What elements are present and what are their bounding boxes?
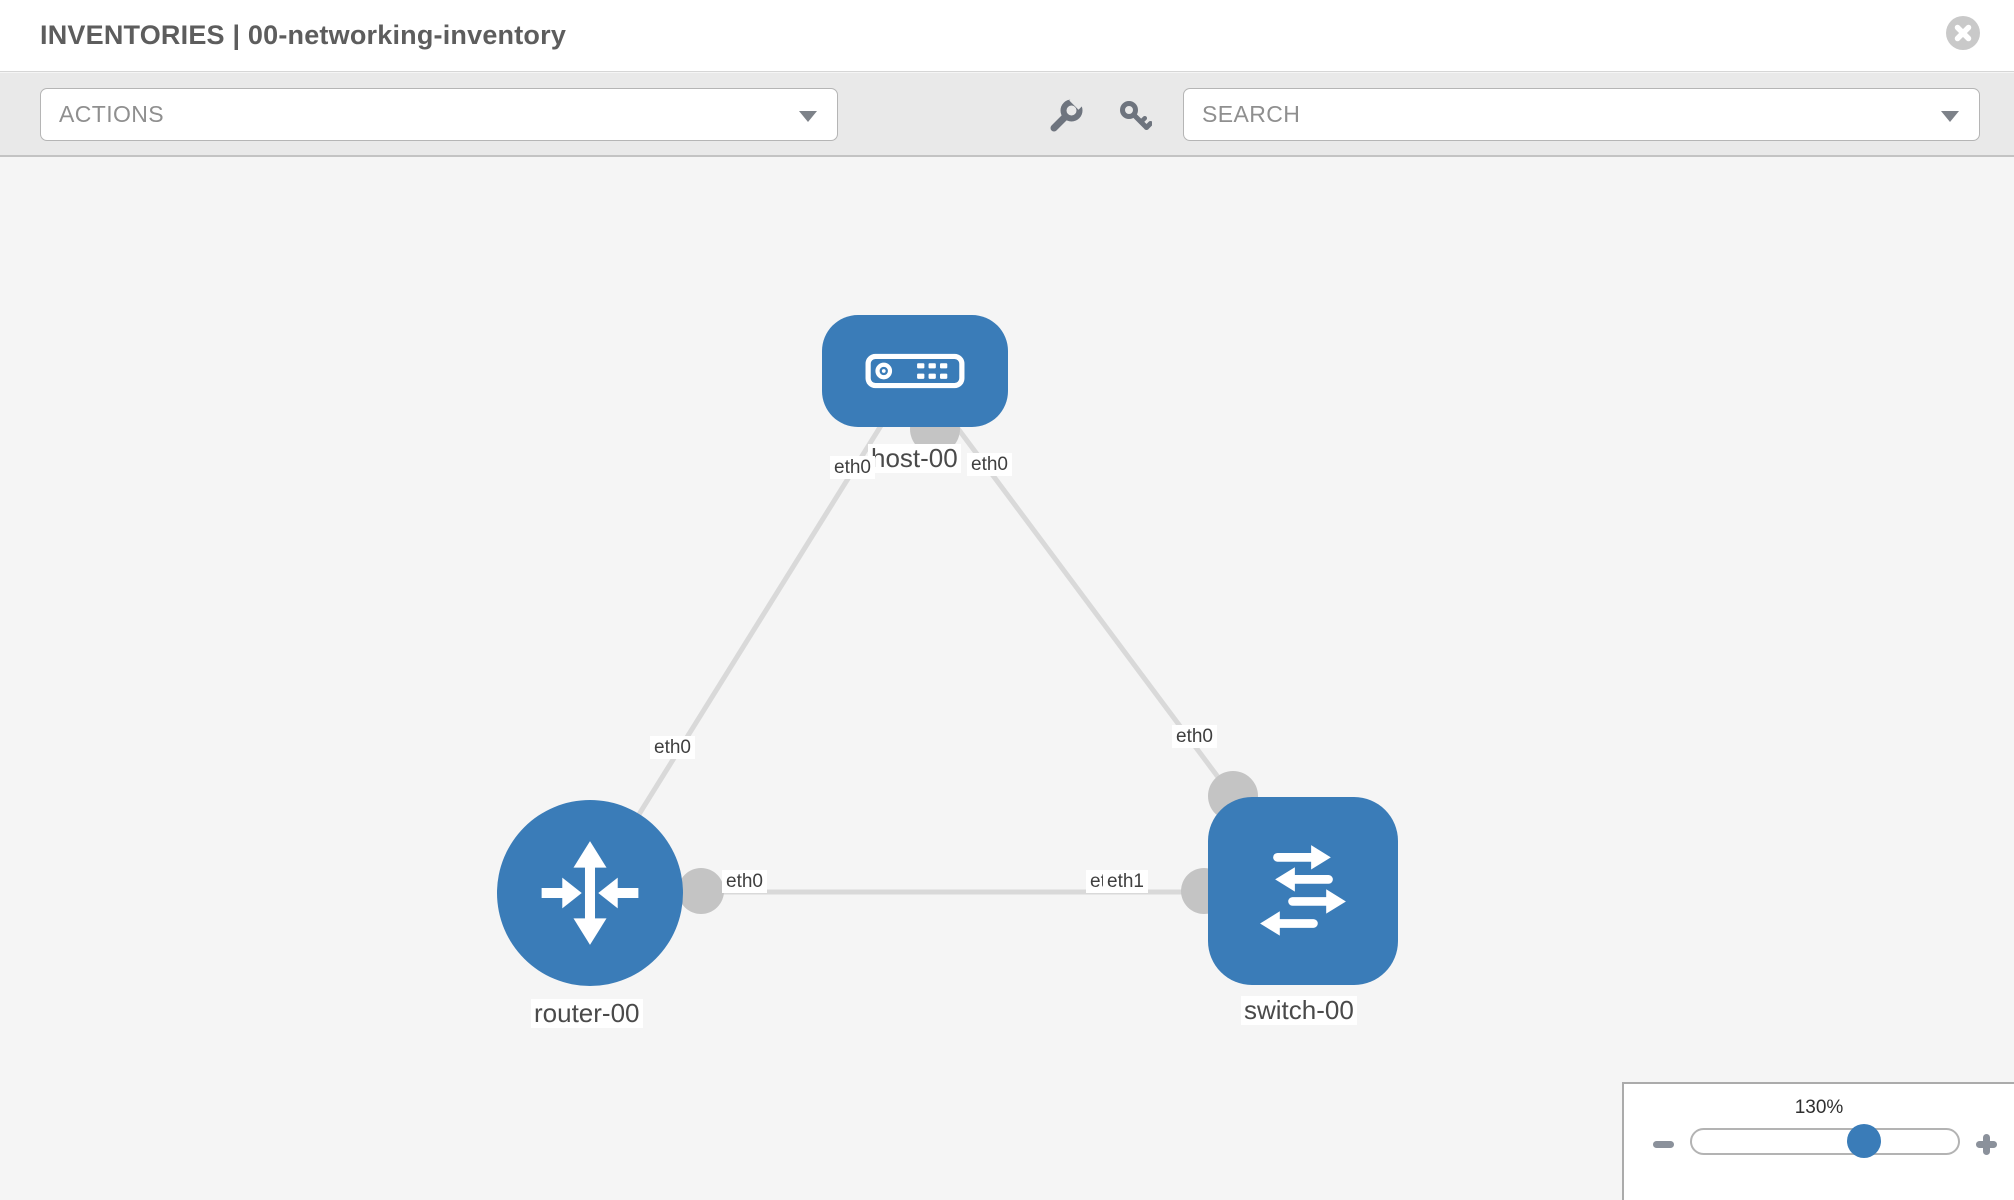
page-title: INVENTORIES | 00-networking-inventory — [40, 20, 567, 50]
key-button[interactable] — [1118, 99, 1153, 133]
chevron-down-icon — [799, 111, 817, 122]
host-icon — [865, 353, 965, 389]
interface-label-router-right: eth0 — [722, 870, 767, 893]
node-label-router: router-00 — [531, 999, 643, 1028]
toolbar: ACTIONS SEARCH — [0, 73, 2014, 157]
interface-label-router-upper: eth0 — [650, 736, 695, 759]
page-header: INVENTORIES | 00-networking-inventory — [0, 0, 2014, 72]
interface-label-host-left: eth0 — [830, 456, 875, 479]
node-switch-00[interactable] — [1208, 797, 1398, 985]
close-button[interactable] — [1946, 16, 1980, 50]
zoom-level: 130% — [1794, 1097, 1844, 1118]
zoom-slider-thumb[interactable] — [1847, 1124, 1881, 1158]
zoom-slider-track[interactable] — [1690, 1124, 1960, 1158]
wrench-icon — [1050, 91, 1088, 132]
wrench-button[interactable] — [1046, 91, 1088, 135]
interface-label-switch-left: eth1 — [1103, 870, 1148, 893]
network-canvas[interactable] — [0, 157, 2014, 1200]
close-icon — [1946, 16, 1980, 50]
zoom-out-button[interactable] — [1652, 1137, 1675, 1153]
router-icon — [541, 841, 639, 945]
actions-dropdown[interactable]: ACTIONS — [40, 88, 838, 141]
plus-icon — [1983, 1134, 1990, 1155]
zoom-panel: 130% — [1622, 1082, 2014, 1200]
node-host-00[interactable] — [822, 315, 1008, 427]
node-label-switch: switch-00 — [1241, 996, 1357, 1025]
key-icon — [1120, 101, 1153, 130]
search-dropdown[interactable]: SEARCH — [1183, 88, 1980, 141]
switch-icon — [1260, 845, 1346, 936]
node-router-00[interactable] — [497, 800, 683, 986]
actions-dropdown-label: ACTIONS — [59, 101, 165, 127]
chevron-down-icon — [1941, 111, 1959, 122]
interface-label-host-right: eth0 — [967, 453, 1012, 476]
interface-label-switch-upper: eth0 — [1172, 725, 1217, 748]
minus-icon — [1653, 1141, 1674, 1148]
node-label-host: host-00 — [868, 444, 961, 473]
search-dropdown-label: SEARCH — [1202, 101, 1301, 127]
zoom-in-button[interactable] — [1975, 1130, 1998, 1160]
